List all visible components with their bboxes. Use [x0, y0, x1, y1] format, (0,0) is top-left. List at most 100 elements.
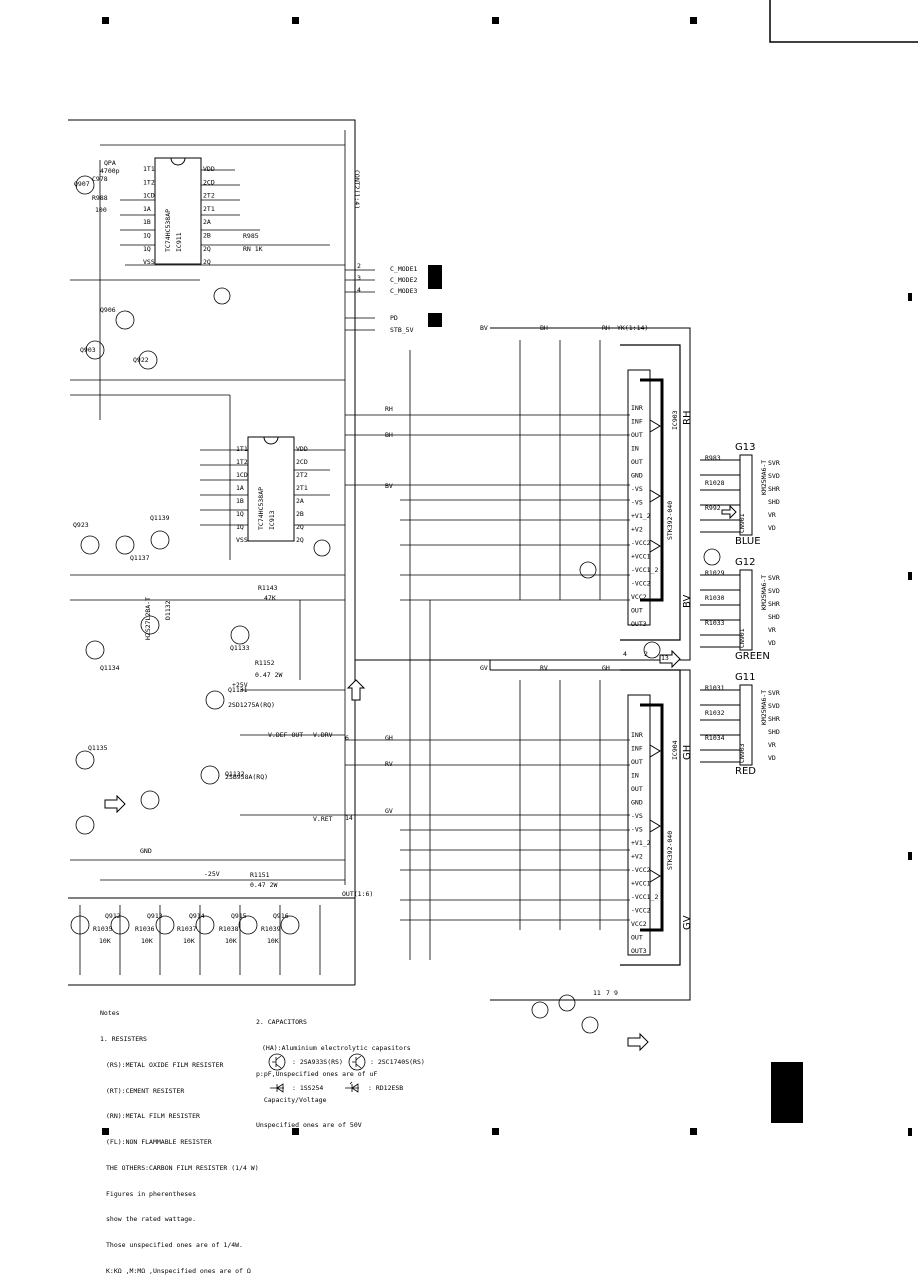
net-gv-edge-label: GV: [682, 915, 693, 930]
notes-title: Notes: [100, 1009, 120, 1018]
notes-capacitor-line: Unspecified ones are of 50V: [256, 1121, 362, 1130]
resistor-ref-label: R1151: [250, 871, 270, 879]
legend-npn-text: : 2SC1740S(RS): [370, 1058, 425, 1066]
yoke-id-label: G11: [735, 672, 755, 683]
ic-top-pin-right-label: 2T1: [203, 205, 215, 213]
net-plus25v-label: +25V: [232, 681, 248, 689]
connector-out-label: OUT(1:6): [342, 890, 373, 898]
stk-bottom-ref-label: IC904: [671, 740, 679, 760]
resistor-ref-label: R1152: [255, 659, 275, 667]
qpa-label: QPA: [104, 159, 116, 167]
bottom-resistor-value-label: 10K: [99, 937, 111, 945]
net-bv-label: BV: [480, 324, 488, 332]
pin-number-label: 6: [345, 734, 349, 742]
stk-module-top: [620, 344, 681, 641]
connector-cont2-label: CONT2(1:4): [353, 170, 361, 209]
transistor-ref-label: Q1135: [88, 744, 108, 752]
connector-yk-label: YK(1:14): [617, 324, 648, 332]
net-rh-label: RH: [602, 324, 610, 332]
connector-pd-label: PD: [390, 314, 398, 322]
stk-bottom-part-label: STK392-040: [666, 831, 674, 870]
yoke-cn-label: CN901: [738, 628, 746, 648]
stk-top-pin-label: -VCC2: [631, 539, 651, 547]
cap-ref-label: C978: [92, 175, 108, 183]
stk-bottom-pin-label: OUT: [631, 785, 643, 793]
stk-bottom-pin-label: +V1_2: [631, 839, 651, 847]
yoke-part-label: KM25MA6-T: [760, 460, 768, 495]
stk-top-part-label: STK392-040: [666, 501, 674, 540]
notes-resistor-line: Figures in pherentheses: [106, 1189, 197, 1198]
stk-top-pin-label: IN: [631, 445, 639, 453]
net-minus25v-label: -25V: [204, 870, 220, 878]
notes-resistor-line: show the rated wattage.: [106, 1215, 197, 1224]
ic-mid-part-label: TC74HC538AP: [257, 487, 265, 530]
ic-top-pin-right-label: 2B: [203, 232, 211, 240]
pin-number-label: 9: [614, 989, 618, 997]
legend-pnp-text: : 2SA933S(RS): [292, 1058, 343, 1066]
page-frame-corner: [769, 0, 918, 43]
yoke-pin-label: SHR: [768, 715, 780, 723]
net-rv-label: RV: [540, 664, 548, 672]
transistor-ref-label: Q1134: [100, 664, 120, 672]
yoke-cn-label: CN901: [738, 513, 746, 533]
yoke-resistor-label: R983: [705, 454, 721, 462]
yoke-pin-label: VD: [768, 754, 776, 762]
stk-bottom-pin-label: INR: [631, 731, 643, 739]
net-bh-label: BH: [540, 324, 548, 332]
stk-bottom-pin-label: IN: [631, 772, 639, 780]
stk-top-ref-label: IC903: [671, 410, 679, 430]
yoke-part-label: KM25MA6-T: [760, 575, 768, 610]
ic-mid-pin-right-label: 2B: [296, 510, 304, 518]
stk-bottom-pin-label: -VCC1_2: [631, 893, 658, 901]
bottom-resistor-ref-label: R1035: [93, 925, 113, 933]
transistor-ref-label: Q922: [133, 356, 149, 364]
ic-mid-ref-label: IC913: [268, 510, 276, 530]
bottom-resistor-value-label: 10K: [267, 937, 279, 945]
ic-mid-pin-right-label: 2T2: [296, 471, 308, 479]
bottom-transistor-ref-label: Q914: [189, 912, 205, 920]
ic-top-body: [154, 157, 202, 265]
notes-resistor-line: (FL):NON FLAMMABLE RESISTER: [106, 1138, 212, 1147]
notes-capacitor-line: Capacity/Voltage: [256, 1095, 327, 1104]
bottom-resistor-ref-label: R1037: [177, 925, 197, 933]
stk-bottom-pin-label: +V2: [631, 853, 643, 861]
notes-resistors-title: 1. RESISTERS: [100, 1034, 147, 1043]
stk-module-bottom: [620, 669, 681, 966]
component-labels: 1T11T21CD1A1B1Q1QVSSVDD2CD2T22T12A2B2Q2Q…: [73, 159, 780, 997]
stk-bottom-pin-label: OUT3: [631, 947, 647, 955]
yoke-pin-label: VD: [768, 524, 776, 532]
transistor-ref-label: Q1139: [150, 514, 170, 522]
resistor-value-label: 0.47 2W: [255, 671, 282, 679]
yoke-color-label: GREEN: [735, 651, 770, 662]
net-rh-edge-label: RH: [682, 411, 693, 425]
ic-top-pin-left-label: VSS: [143, 258, 155, 266]
wiring: [70, 144, 630, 975]
stk-bottom-pin-label: -VS: [631, 812, 643, 820]
yoke-pin-label: SHR: [768, 485, 780, 493]
pin-number-label: 4: [623, 650, 627, 658]
ic-mid-pin-left-label: 1T2: [236, 458, 248, 466]
yoke-resistor-label: R1034: [705, 734, 725, 742]
registration-marks: [102, 17, 912, 1136]
ic-top-pin-right-label: 2A: [203, 218, 211, 226]
yoke-pin-label: SVR: [768, 574, 780, 582]
resistor-value-label: 0.47 2W: [250, 881, 277, 889]
bottom-resistor-value-label: 10K: [225, 937, 237, 945]
pin-number-label: 2: [644, 650, 648, 658]
transistor-ref-label: Q1131: [228, 686, 248, 694]
ic-mid-pin-right-label: 2A: [296, 497, 304, 505]
net-bv-side-label: BV: [385, 482, 393, 490]
ic-top-part-label: TC74HC538AP: [164, 209, 172, 252]
yoke-pin-label: SVD: [768, 472, 780, 480]
stk-bottom-pin-label: -VCC2: [631, 907, 651, 915]
transistor-ref-label: Q1133: [230, 644, 250, 652]
diode-part-label: HZS27L2BA-T: [144, 597, 152, 640]
stk-bottom-pin-label: OUT: [631, 758, 643, 766]
ic-mid-pin-right-label: 2CD: [296, 458, 308, 466]
transistor-ref-label: Q1132: [225, 770, 245, 778]
yoke-cn-label: CN903: [738, 743, 746, 763]
ic-mid-pin-right-label: VDD: [296, 445, 308, 453]
yoke-id-label: G12: [735, 557, 755, 568]
resistor-value-label: 100: [95, 206, 107, 214]
